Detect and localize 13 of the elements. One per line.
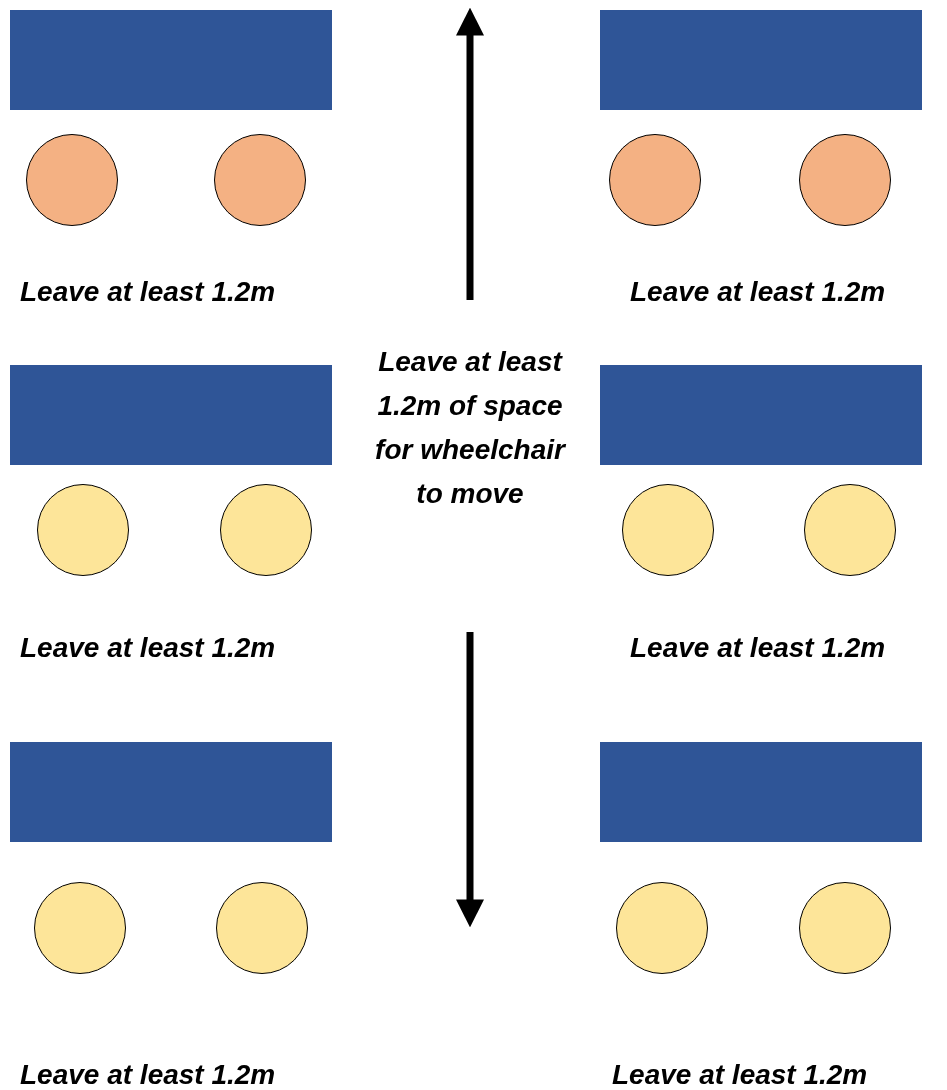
table bbox=[10, 742, 332, 842]
clearance-label: Leave at least 1.2m bbox=[630, 275, 886, 309]
clearance-label: Leave at least 1.2m bbox=[612, 1058, 868, 1090]
table bbox=[10, 365, 332, 465]
clearance-label: Leave at least 1.2m bbox=[20, 1058, 276, 1090]
table bbox=[600, 742, 922, 842]
note-text: Leave at least 1.2m of space for wheelchair to move bbox=[374, 345, 567, 511]
table bbox=[10, 10, 332, 110]
table bbox=[600, 365, 922, 465]
clearance-label: Leave at least 1.2m bbox=[20, 631, 276, 665]
clearance-label: Leave at least 1.2m bbox=[630, 631, 886, 665]
table bbox=[600, 10, 922, 110]
clearance-label: Leave at least 1.2m bbox=[20, 275, 276, 309]
